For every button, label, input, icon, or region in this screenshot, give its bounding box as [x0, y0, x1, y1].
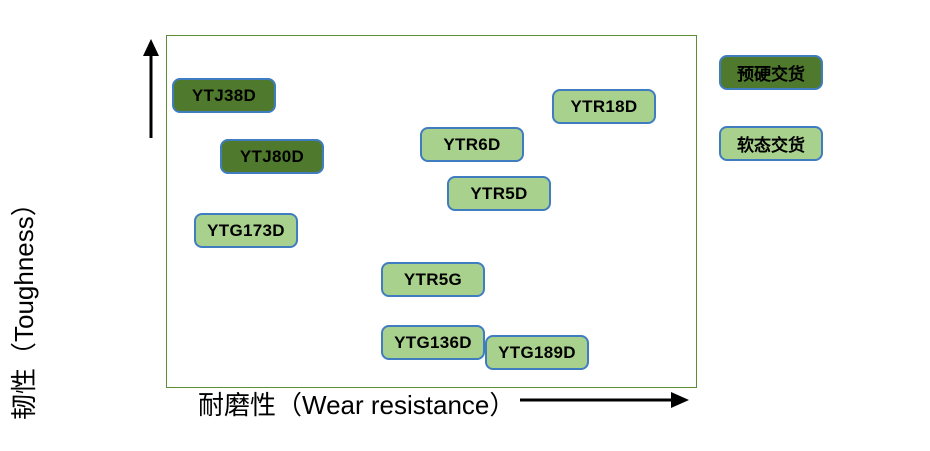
material-box-ytr5d[interactable]: YTR5D: [447, 176, 551, 211]
material-box-label: YTR5G: [403, 269, 463, 289]
material-box-ytg173d[interactable]: YTG173D: [194, 213, 298, 248]
x-axis-label-text: 耐磨性（Wear resistance）: [198, 390, 516, 420]
legend-item-annealed[interactable]: 软态交货: [719, 126, 823, 161]
material-box-label: YTR5D: [470, 183, 528, 203]
y-axis-label-text: 韧性（Toughness）: [9, 190, 39, 420]
material-box-label: YTG136D: [394, 332, 472, 352]
y-axis-arrow-icon: [143, 39, 159, 138]
material-box-ytr6d[interactable]: YTR6D: [420, 127, 524, 162]
material-box-ytj38d[interactable]: YTJ38D: [172, 78, 276, 113]
material-box-ytr18d[interactable]: YTR18D: [552, 89, 656, 124]
legend-item-label: 软态交货: [737, 136, 805, 155]
material-box-label: YTJ80D: [239, 146, 305, 166]
y-axis-label: 韧性（Toughness）: [0, 160, 45, 420]
legend-item-pre-hardened[interactable]: 预硬交货: [719, 55, 823, 90]
x-axis-arrow-icon: [520, 392, 689, 408]
material-box-ytg189d[interactable]: YTG189D: [485, 335, 589, 370]
material-box-label: YTG189D: [498, 342, 576, 362]
material-box-ytg136d[interactable]: YTG136D: [381, 325, 485, 360]
legend-item-label: 预硬交货: [737, 65, 805, 84]
material-box-ytr5g[interactable]: YTR5G: [381, 262, 485, 297]
material-box-label: YTJ38D: [191, 85, 257, 105]
material-box-label: YTG173D: [207, 220, 285, 240]
x-axis-label: 耐磨性（Wear resistance）: [198, 388, 515, 422]
material-box-ytj80d[interactable]: YTJ80D: [220, 139, 324, 174]
material-box-label: YTR6D: [443, 134, 501, 154]
material-box-label: YTR18D: [570, 96, 638, 116]
